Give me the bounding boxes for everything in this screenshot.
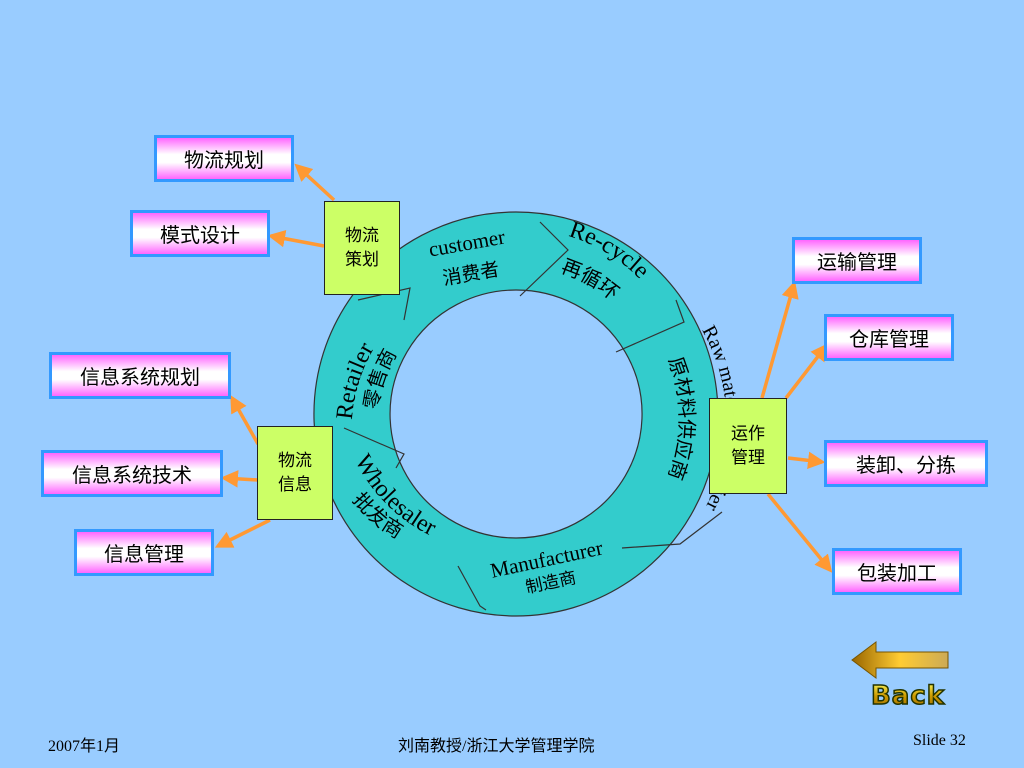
arrow-to-info-mgmt — [214, 518, 271, 548]
arrow-to-mode-design — [267, 229, 325, 248]
hub-line: 策划 — [345, 250, 379, 270]
cycle-segment-dividers — [343, 221, 723, 611]
is-planning-box: 信息系统规划 — [49, 352, 231, 399]
connector-arrows — [214, 163, 833, 573]
hub-line: 信息 — [278, 475, 312, 495]
cycle-ring — [313, 211, 719, 617]
logistics-planning-box: 物流规划 — [154, 135, 294, 182]
packaging-box: 包装加工 — [832, 548, 962, 595]
footer-author: 刘南教授/浙江大学管理学院 — [398, 738, 595, 755]
is-tech-box: 信息系统技术 — [41, 450, 223, 497]
arrow-to-is-tech — [220, 470, 259, 488]
transport-mgmt-box: 运输管理 — [792, 237, 922, 284]
hub-line: 管理 — [731, 448, 765, 468]
arrow-to-logistics-planning — [294, 163, 336, 202]
info-mgmt-box: 信息管理 — [74, 529, 214, 576]
back-arrow-icon: Back — [851, 641, 949, 712]
footer-slide-number: Slide 32 — [913, 732, 966, 749]
hub-line: 物流 — [345, 226, 379, 246]
arrow-to-warehouse-mgmt — [784, 343, 829, 400]
logistics-planning-hub: 物流 策划 — [324, 201, 400, 295]
back-button[interactable]: Back — [846, 640, 970, 712]
arrow-to-transport-mgmt — [760, 280, 799, 399]
logistics-info-hub: 物流 信息 — [257, 426, 333, 520]
footer-date: 2007年1月 — [48, 738, 121, 755]
operations-mgmt-hub: 运作 管理 — [709, 398, 787, 494]
warehouse-mgmt-box: 仓库管理 — [824, 314, 954, 361]
loading-sorting-box: 装卸、分拣 — [824, 440, 988, 487]
back-label: Back — [871, 681, 945, 710]
hub-line: 运作 — [731, 424, 765, 444]
arrow-to-packaging — [766, 492, 833, 573]
mode-design-box: 模式设计 — [130, 210, 270, 257]
arrow-to-is-planning — [230, 394, 260, 445]
hub-line: 物流 — [278, 451, 312, 471]
arrow-to-loading-sorting — [787, 451, 826, 470]
